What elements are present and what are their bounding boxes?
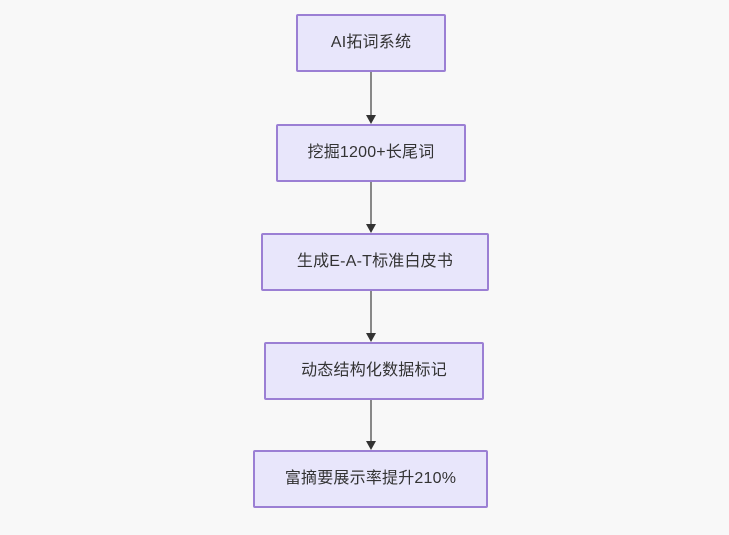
arrow-down-icon (366, 441, 376, 450)
flow-edge-node2-to-node3 (361, 291, 381, 342)
edge-line (370, 182, 372, 224)
edge-line (370, 400, 372, 441)
flow-node-ai-keyword-system[interactable]: AI拓词系统 (296, 14, 446, 72)
flow-node-dynamic-structured-data-markup[interactable]: 动态结构化数据标记 (264, 342, 484, 400)
flow-node-label: 挖掘1200+长尾词 (307, 144, 435, 162)
flow-node-label: 动态结构化数据标记 (301, 362, 447, 380)
flow-node-label: 生成E-A-T标准白皮书 (296, 253, 454, 271)
arrow-down-icon (366, 333, 376, 342)
flow-edge-node3-to-node4 (361, 400, 381, 450)
flow-edge-node0-to-node1 (361, 72, 381, 124)
flow-node-label: AI拓词系统 (330, 34, 412, 52)
flow-edge-node1-to-node2 (361, 182, 381, 233)
arrow-down-icon (366, 224, 376, 233)
arrow-down-icon (366, 115, 376, 124)
flow-node-mine-longtail-keywords[interactable]: 挖掘1200+长尾词 (276, 124, 466, 182)
edge-line (370, 291, 372, 333)
edge-line (370, 72, 372, 115)
flow-node-label: 富摘要展示率提升210% (284, 470, 457, 488)
flow-node-rich-snippet-impression-lift[interactable]: 富摘要展示率提升210% (253, 450, 488, 508)
flow-node-generate-eat-whitepaper[interactable]: 生成E-A-T标准白皮书 (261, 233, 489, 291)
